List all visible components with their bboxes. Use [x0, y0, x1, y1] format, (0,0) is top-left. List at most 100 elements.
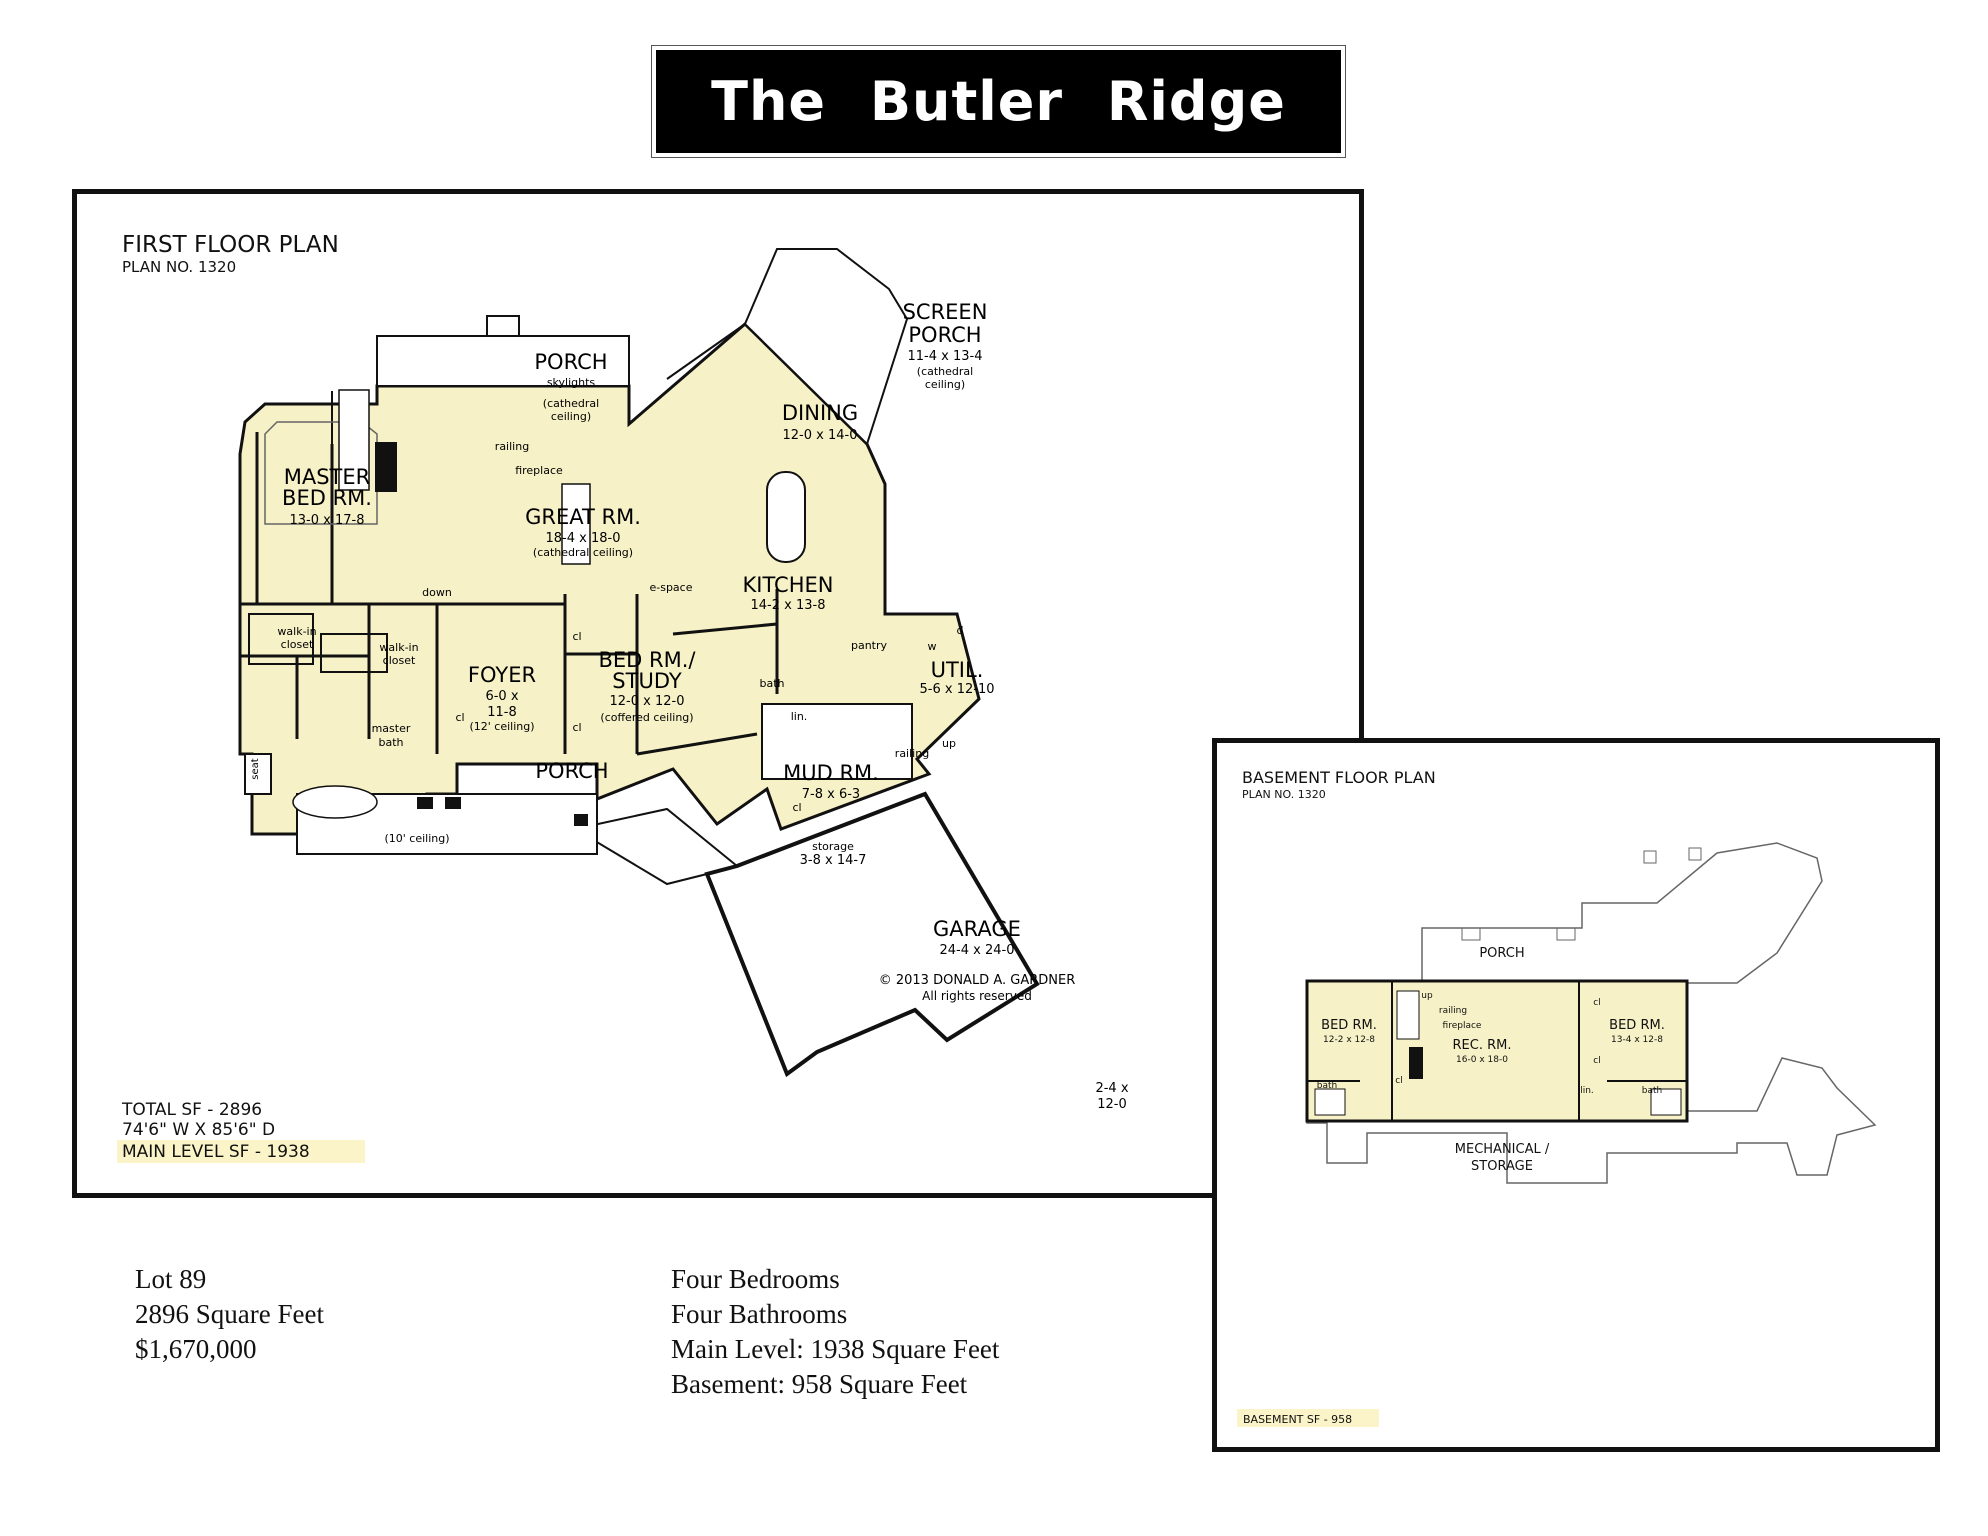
porch-top-label: PORCH: [534, 350, 607, 374]
basement-room-labels: PORCH BED RM. 12-2 x 12-8 up railing fir…: [1317, 946, 1665, 1174]
details-left: Lot 89 2896 Square Feet $1,670,000: [135, 1262, 324, 1367]
basement-porch-label: PORCH: [1479, 946, 1524, 961]
closet-bottom-label: cl: [572, 721, 581, 734]
screen-porch-note-2: ceiling): [925, 378, 965, 391]
garage-label: GARAGE: [933, 917, 1021, 941]
porch-ceiling-label: ceiling): [551, 410, 591, 423]
rec-room-dim: 16-0 x 18-0: [1456, 1055, 1508, 1065]
first-floor-plan-panel: FIRST FLOOR PLAN PLAN NO. 1320: [72, 189, 1364, 1198]
basement-fireplace-label: fireplace: [1443, 1021, 1482, 1031]
first-floor-plan-no: PLAN NO. 1320: [122, 258, 236, 276]
mud-room-dim: 7-8 x 6-3: [802, 787, 860, 802]
util-label: UTIL.: [931, 658, 984, 682]
linen-label: lin.: [791, 710, 808, 723]
util-dim: 5-6 x 12-10: [920, 682, 995, 697]
basement-bed-left-dim: 12-2 x 12-8: [1323, 1035, 1375, 1045]
garage-ext-dim-1: 2-4 x: [1095, 1081, 1128, 1096]
bed-study-label-1: BED RM./: [599, 648, 697, 672]
rights-label: All rights reserved: [922, 989, 1032, 1003]
screen-porch-dim: 11-4 x 13-4: [908, 349, 983, 364]
lot-text: Lot 89: [135, 1264, 207, 1294]
basement-bath-left-label: bath: [1317, 1081, 1337, 1091]
main-level-sf-label: MAIN LEVEL SF - 1938: [122, 1142, 310, 1162]
bedrooms-text: Four Bedrooms: [671, 1264, 840, 1294]
sqft-text: 2896 Square Feet: [135, 1299, 324, 1329]
rec-room-label: REC. RM.: [1453, 1038, 1512, 1053]
foyer-closet-label: cl: [455, 711, 464, 724]
basement-railing-label: railing: [1439, 1006, 1467, 1016]
basement-closet-2: cl: [1593, 1056, 1600, 1066]
bed-study-dim: 12-0 x 12-0: [610, 694, 685, 709]
basement-bed-left-label: BED RM.: [1321, 1018, 1377, 1033]
kitchen-label: KITCHEN: [743, 573, 834, 597]
main-level-text: Main Level: 1938 Square Feet: [671, 1334, 1000, 1364]
master-label-2: BED RM.: [282, 486, 372, 510]
porch-front-label: PORCH: [535, 759, 608, 783]
basement-bed-right-label: BED RM.: [1609, 1018, 1665, 1033]
porch-cathedral-label: (cathedral: [543, 397, 599, 410]
house-dimensions-label: 74'6" W X 85'6" D: [122, 1120, 275, 1140]
master-dim: 13-0 x 17-8: [290, 513, 365, 528]
master-bath-label-1: master: [372, 722, 411, 735]
details-right: Four Bedrooms Four Bathrooms Main Level:…: [671, 1262, 999, 1402]
down-label: down: [422, 586, 452, 599]
mechanical-label-2: STORAGE: [1471, 1159, 1533, 1174]
kitchen-dim: 14-2 x 13-8: [751, 598, 826, 613]
title-text: The Butler Ridge: [656, 50, 1341, 153]
main-level-highlight: [117, 1140, 365, 1163]
house-outline: [238, 248, 1040, 1078]
bath-label: bath: [759, 677, 784, 690]
price-text: $1,670,000: [135, 1334, 257, 1364]
foyer-note: (12' ceiling): [469, 720, 534, 733]
closet-top-label: cl: [572, 630, 581, 643]
total-sf-label: TOTAL SF - 2896: [121, 1100, 262, 1120]
washer-label: w: [928, 640, 937, 653]
basement-bed-right-dim: 13-4 x 12-8: [1611, 1035, 1663, 1045]
foyer-dim-1: 6-0 x: [485, 689, 518, 704]
garage-ext-dim-2: 12-0: [1097, 1097, 1127, 1112]
basement-sf-label: BASEMENT SF - 958: [1243, 1413, 1352, 1426]
ten-ceiling-label: (10' ceiling): [384, 832, 449, 845]
first-floor-plan-drawing: FIRST FLOOR PLAN PLAN NO. 1320: [117, 232, 1129, 1163]
screen-porch-label-2: PORCH: [908, 323, 981, 347]
basement-plan-no: PLAN NO. 1320: [1242, 788, 1326, 801]
basement-up-label: up: [1421, 991, 1433, 1001]
mud-room-label: MUD RM.: [783, 761, 879, 785]
basement-closet-1: cl: [1593, 998, 1600, 1008]
dining-label: DINING: [782, 401, 858, 425]
bathrooms-text: Four Bathrooms: [671, 1299, 848, 1329]
railing-2-label: railing: [895, 747, 929, 760]
walk-in-closet-2a: walk-in: [379, 641, 418, 654]
great-room-dim: 18-4 x 18-0: [546, 531, 621, 546]
basement-bath-right-label: bath: [1642, 1086, 1662, 1096]
basement-sf-highlight: [1237, 1409, 1379, 1427]
basement-floor-plan-drawing: BASEMENT FLOOR PLAN PLAN NO. 1320 PORCH …: [1237, 768, 1877, 1427]
basement-closet-3: cl: [1395, 1076, 1402, 1086]
pantry-label: pantry: [851, 639, 888, 652]
railing-label: railing: [495, 440, 529, 453]
e-space-label: e-space: [649, 581, 692, 594]
great-room-label: GREAT RM.: [525, 505, 641, 529]
walk-in-closet-2b: closet: [383, 654, 416, 667]
basement-text: Basement: 958 Square Feet: [671, 1369, 968, 1399]
screen-porch-note-1: (cathedral: [917, 365, 973, 378]
mechanical-label-1: MECHANICAL /: [1455, 1142, 1550, 1157]
basement-linen-label: lin.: [1580, 1086, 1594, 1096]
screen-porch-label-1: SCREEN: [903, 300, 988, 324]
fireplace-label: fireplace: [515, 464, 563, 477]
bed-study-label-2: STUDY: [612, 669, 682, 693]
seat-label: seat: [250, 758, 261, 779]
great-room-note: (cathedral ceiling): [533, 546, 633, 559]
walk-in-closet-1b: closet: [281, 638, 314, 651]
storage-dim: 3-8 x 14-7: [800, 853, 867, 868]
dryer-label: d: [957, 624, 964, 637]
master-label-1: MASTER: [284, 465, 371, 489]
walk-in-closet-1a: walk-in: [277, 625, 316, 638]
copyright-label: © 2013 DONALD A. GARDNER: [879, 973, 1076, 988]
dining-dim: 12-0 x 14-0: [783, 428, 858, 443]
basement-outline: [1305, 842, 1877, 1184]
up-label: up: [942, 737, 956, 750]
foyer-dim-2: 11-8: [487, 705, 517, 720]
garage-dim: 24-4 x 24-0: [940, 943, 1015, 958]
basement-heading: BASEMENT FLOOR PLAN: [1242, 768, 1436, 787]
